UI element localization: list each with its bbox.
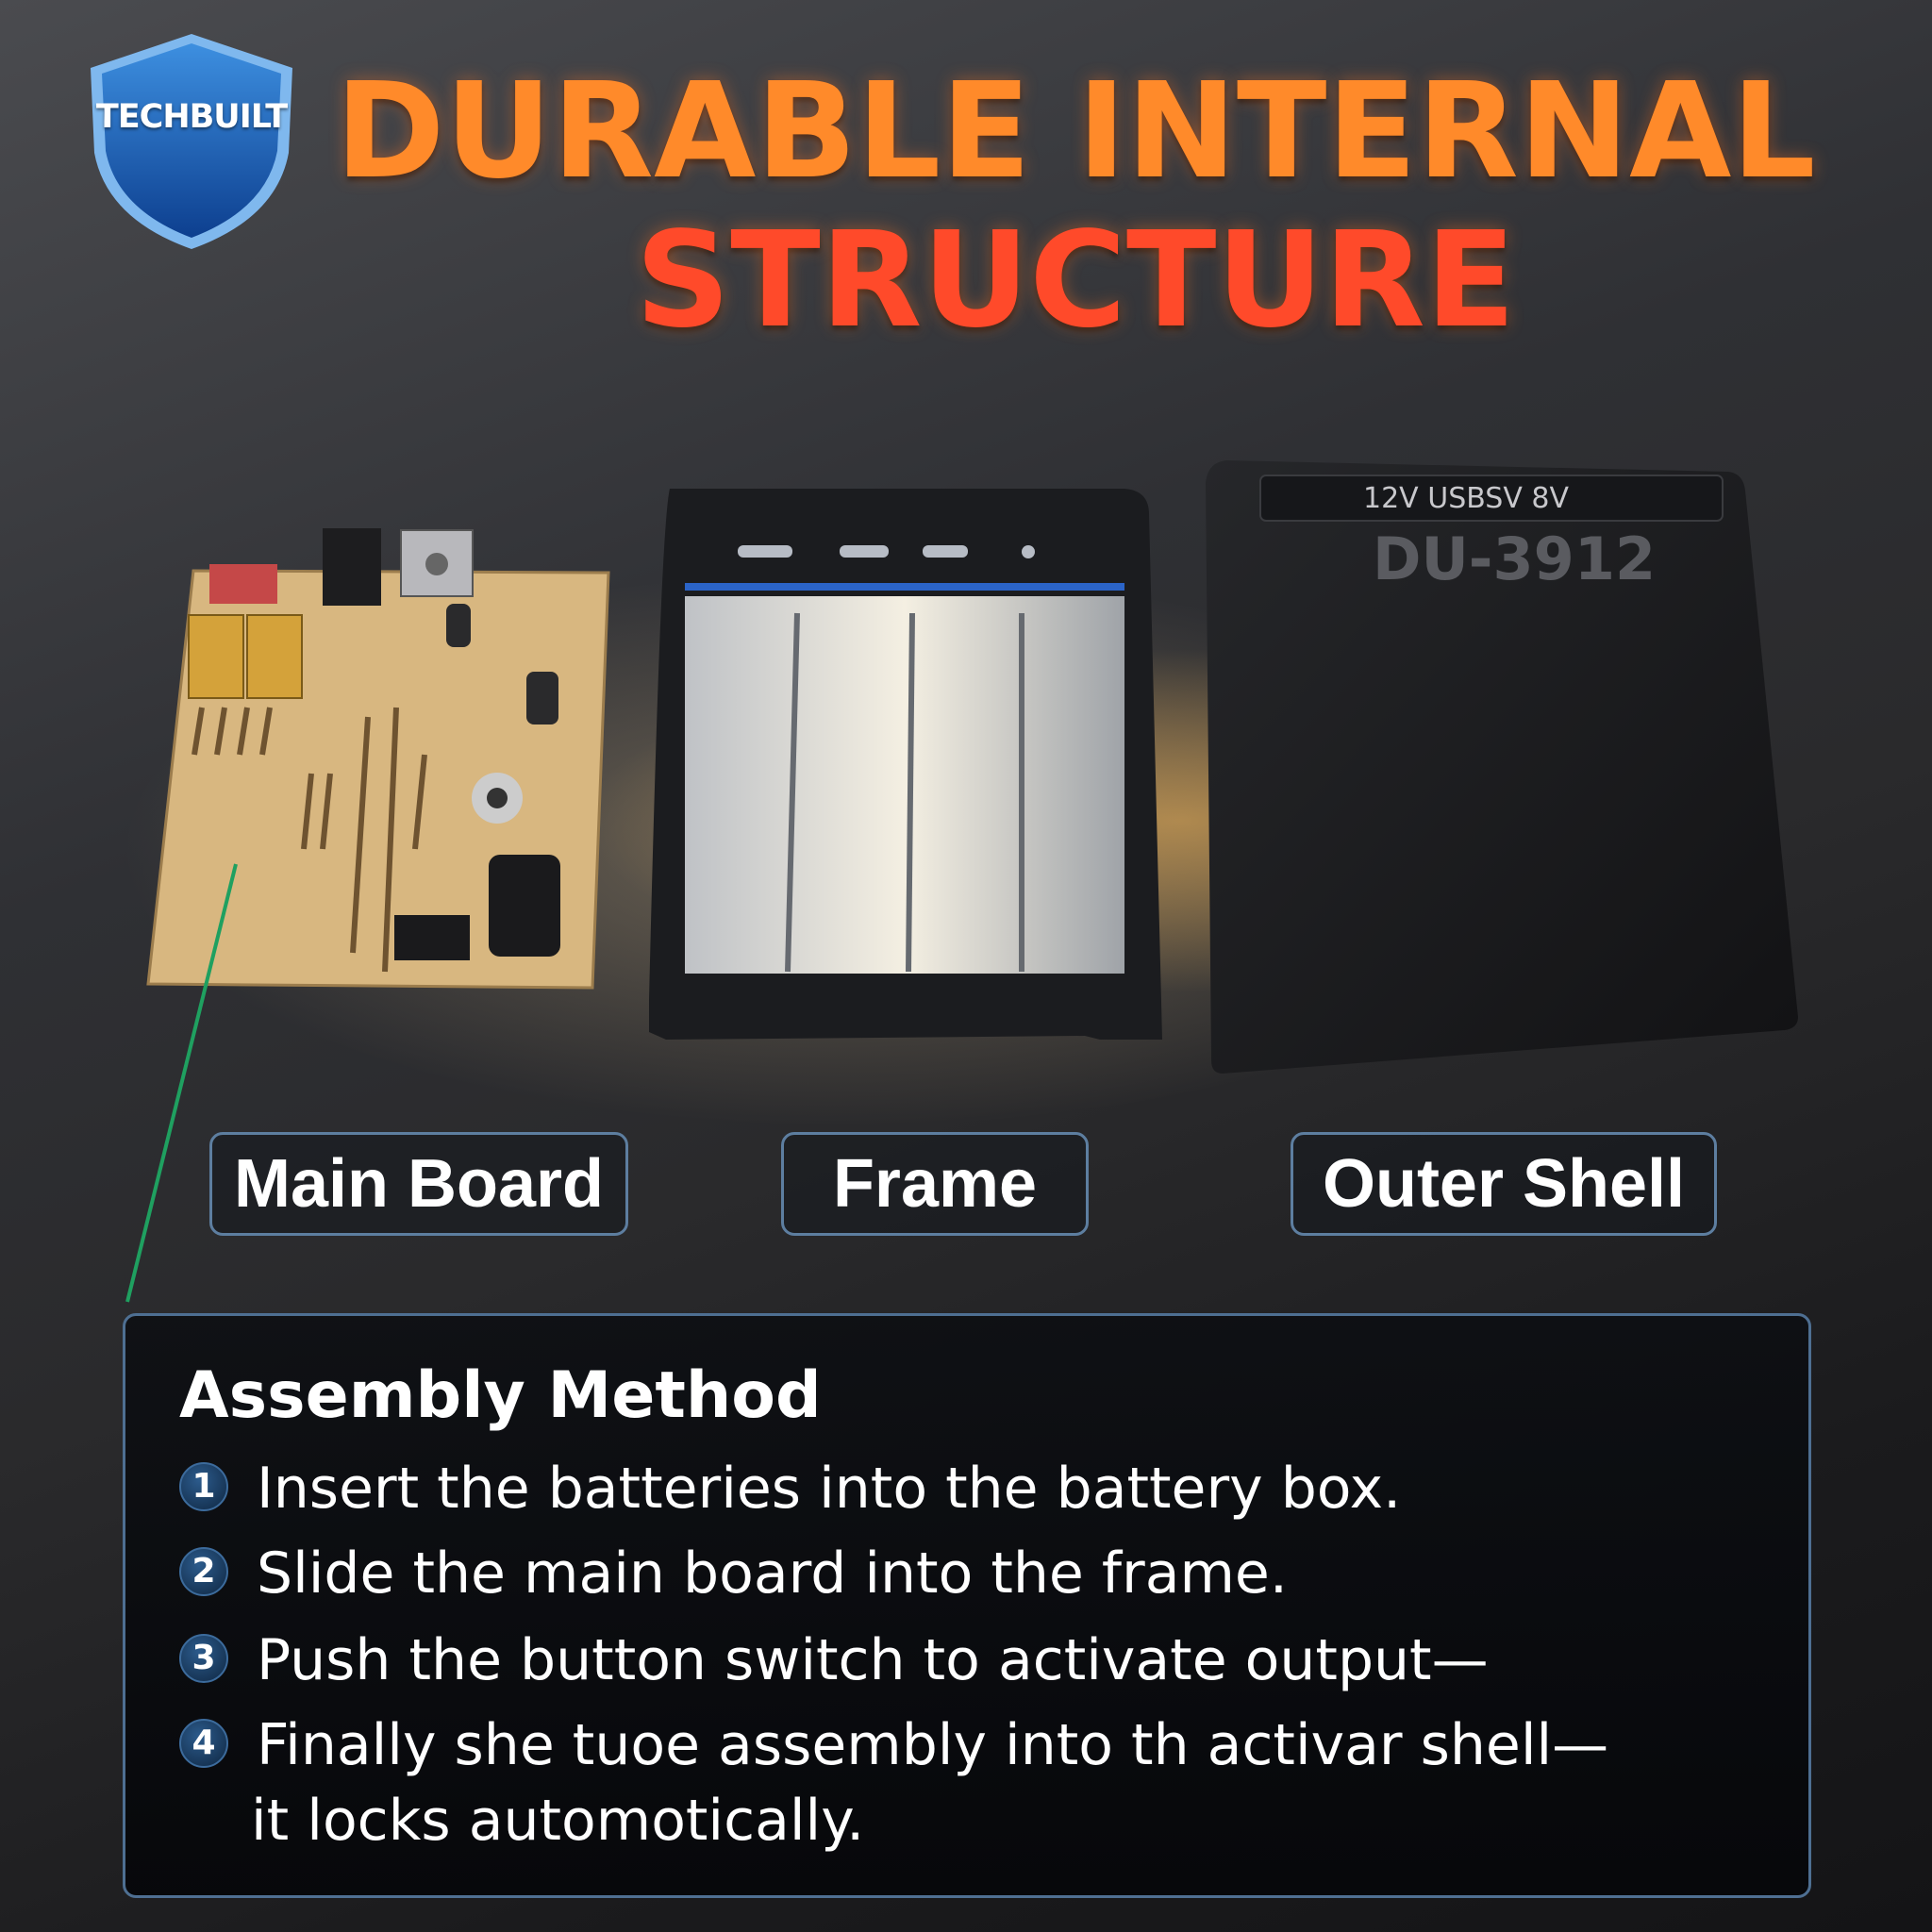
step-number-badge: 2 bbox=[179, 1547, 228, 1596]
main-board-image bbox=[125, 528, 610, 1303]
assembly-step: 3 Push the button switch to activate out… bbox=[179, 1623, 1783, 1698]
label-outer-shell: Outer Shell bbox=[1291, 1132, 1717, 1236]
page-title-line1: DURABLE INTERNAL bbox=[335, 55, 1816, 208]
assembly-step: 2 Slide the main board into the frame. bbox=[179, 1536, 1783, 1611]
step-number-badge: 1 bbox=[179, 1462, 228, 1511]
step-number-badge: 3 bbox=[179, 1634, 228, 1683]
label-frame: Frame bbox=[781, 1132, 1089, 1236]
shell-model-text: DU-3912 bbox=[1373, 525, 1656, 593]
assembly-step: 4 Finally she tuoe assembly into th acti… bbox=[179, 1707, 1783, 1783]
shell-ports-text: 12V USBSV 8V bbox=[1363, 482, 1569, 515]
assembly-title: Assembly Method bbox=[179, 1358, 822, 1433]
assembly-panel bbox=[123, 1313, 1811, 1898]
step-number-badge: 4 bbox=[179, 1719, 228, 1768]
step-text: Slide the main board into the frame. bbox=[257, 1541, 1288, 1607]
shield-logo-icon bbox=[91, 34, 292, 249]
step-text: Insert the batteries into the battery bo… bbox=[257, 1456, 1402, 1522]
step-text: Push the button switch to activate outpu… bbox=[257, 1627, 1489, 1693]
step-text: Finally she tuoe assembly into th activa… bbox=[257, 1712, 1609, 1778]
assembly-step: 1 Insert the batteries into the battery … bbox=[179, 1451, 1783, 1526]
brand-name: TECHBUILT bbox=[95, 98, 288, 136]
frame-image bbox=[649, 489, 1162, 1040]
outer-shell-image: 12V USBSV 8V DU-3912 bbox=[1206, 460, 1798, 1074]
page-title-line2: STRUCTURE bbox=[635, 204, 1516, 358]
label-main-board: Main Board bbox=[209, 1132, 628, 1236]
step-text-continuation: it locks automotically. bbox=[251, 1788, 865, 1854]
